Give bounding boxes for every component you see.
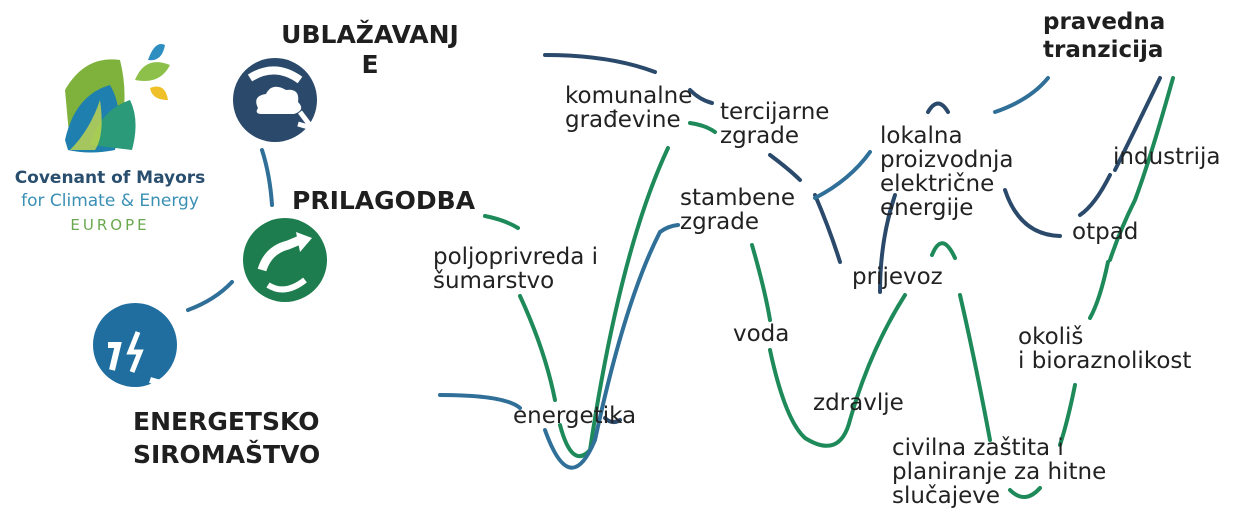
pillar-mitigation: UBLAŽAVANJ E — [281, 20, 459, 79]
mitigation-cloud-icon — [233, 58, 319, 142]
covenant-logo-icon — [65, 44, 170, 153]
sector-water: voda — [733, 321, 790, 347]
logo-title: Covenant of Mayors — [14, 168, 206, 188]
sector-tertiary-buildings: tercijarne zgrade — [720, 99, 830, 149]
sector-agriculture-forestry: poljoprivreda i šumarstvo — [433, 244, 599, 294]
sector-transport: prijevoz — [852, 264, 943, 290]
sector-just-transition: pravedna tranzicija — [1043, 9, 1166, 63]
sector-energy: energetika — [513, 403, 637, 429]
sector-waste: otpad — [1072, 219, 1139, 245]
sector-municipal-buildings: komunalne građevine — [565, 83, 693, 133]
sector-environment-biodiversity: okoliš i bioraznolikost — [1018, 324, 1192, 374]
sector-health: zdravlje — [813, 390, 904, 416]
adaptation-arrow-icon — [243, 218, 327, 302]
sector-residential-buildings: stambene zgrade — [680, 185, 795, 235]
pillar-adaptation: PRILAGODBA — [292, 186, 476, 215]
sector-industry: industrija — [1113, 144, 1221, 170]
connector-lines — [186, 53, 1175, 499]
pillar-energy-poverty: ENERGETSKO SIROMAŠTVO — [133, 407, 321, 469]
sector-civil-protection: civilna zaštita i planiranje za hitne sl… — [892, 435, 1107, 509]
sector-local-electricity-production: lokalna proizvodnja električne energije — [880, 123, 1014, 221]
energy-poverty-bolt-icon — [93, 303, 181, 388]
logo-region: EUROPE — [70, 216, 150, 234]
logo-subtitle: for Climate & Energy — [21, 191, 199, 211]
